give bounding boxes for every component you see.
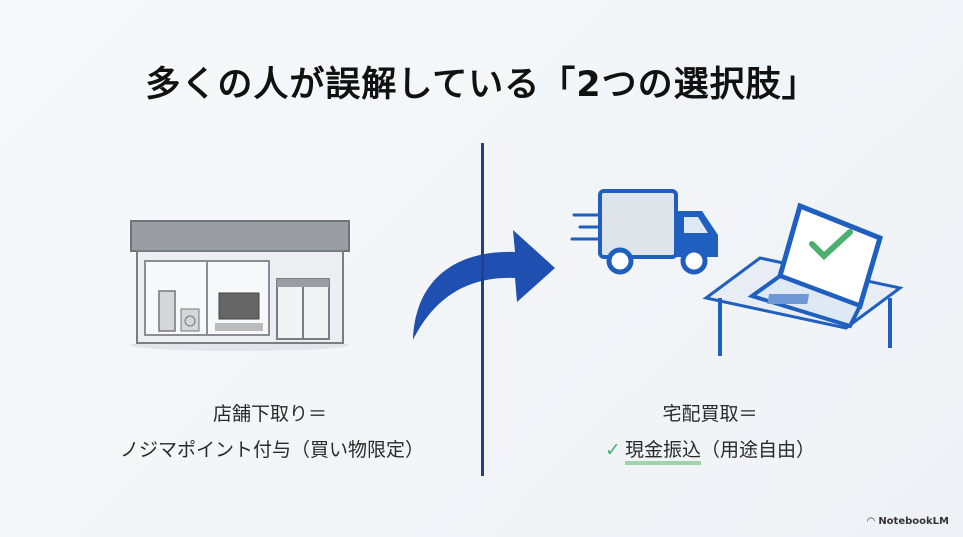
store-tradein-title: 店舗下取り＝ — [212, 403, 327, 425]
laptop-desk-icon — [702, 202, 904, 356]
divider — [481, 143, 484, 476]
store-tradein-detail: ノジマポイント付与（買い物限定） — [120, 439, 425, 461]
store-illustration — [130, 220, 350, 351]
slide-title: 多くの人が誤解している「2つの選択肢」 — [145, 65, 818, 105]
notebooklm-icon: ◠ — [867, 516, 879, 527]
notebooklm-logo: ◠ NotebookLM — [867, 516, 949, 527]
delivery-buyback-title: 宅配買取＝ — [662, 403, 758, 425]
curved-arrow-icon — [413, 230, 555, 340]
check-icon: ✓ — [605, 439, 621, 461]
store-tradein-caption: 店舗下取り＝ ノジマポイント付与（買い物限定） — [120, 396, 425, 468]
delivery-truck-icon — [570, 189, 718, 275]
branding-text: NotebookLM — [878, 516, 949, 527]
cash-transfer-highlight: 現金振込 — [624, 439, 701, 465]
delivery-buyback-caption: 宅配買取＝ ✓現金振込（用途自由） — [560, 396, 860, 468]
free-use-note: （用途自由） — [700, 439, 815, 461]
